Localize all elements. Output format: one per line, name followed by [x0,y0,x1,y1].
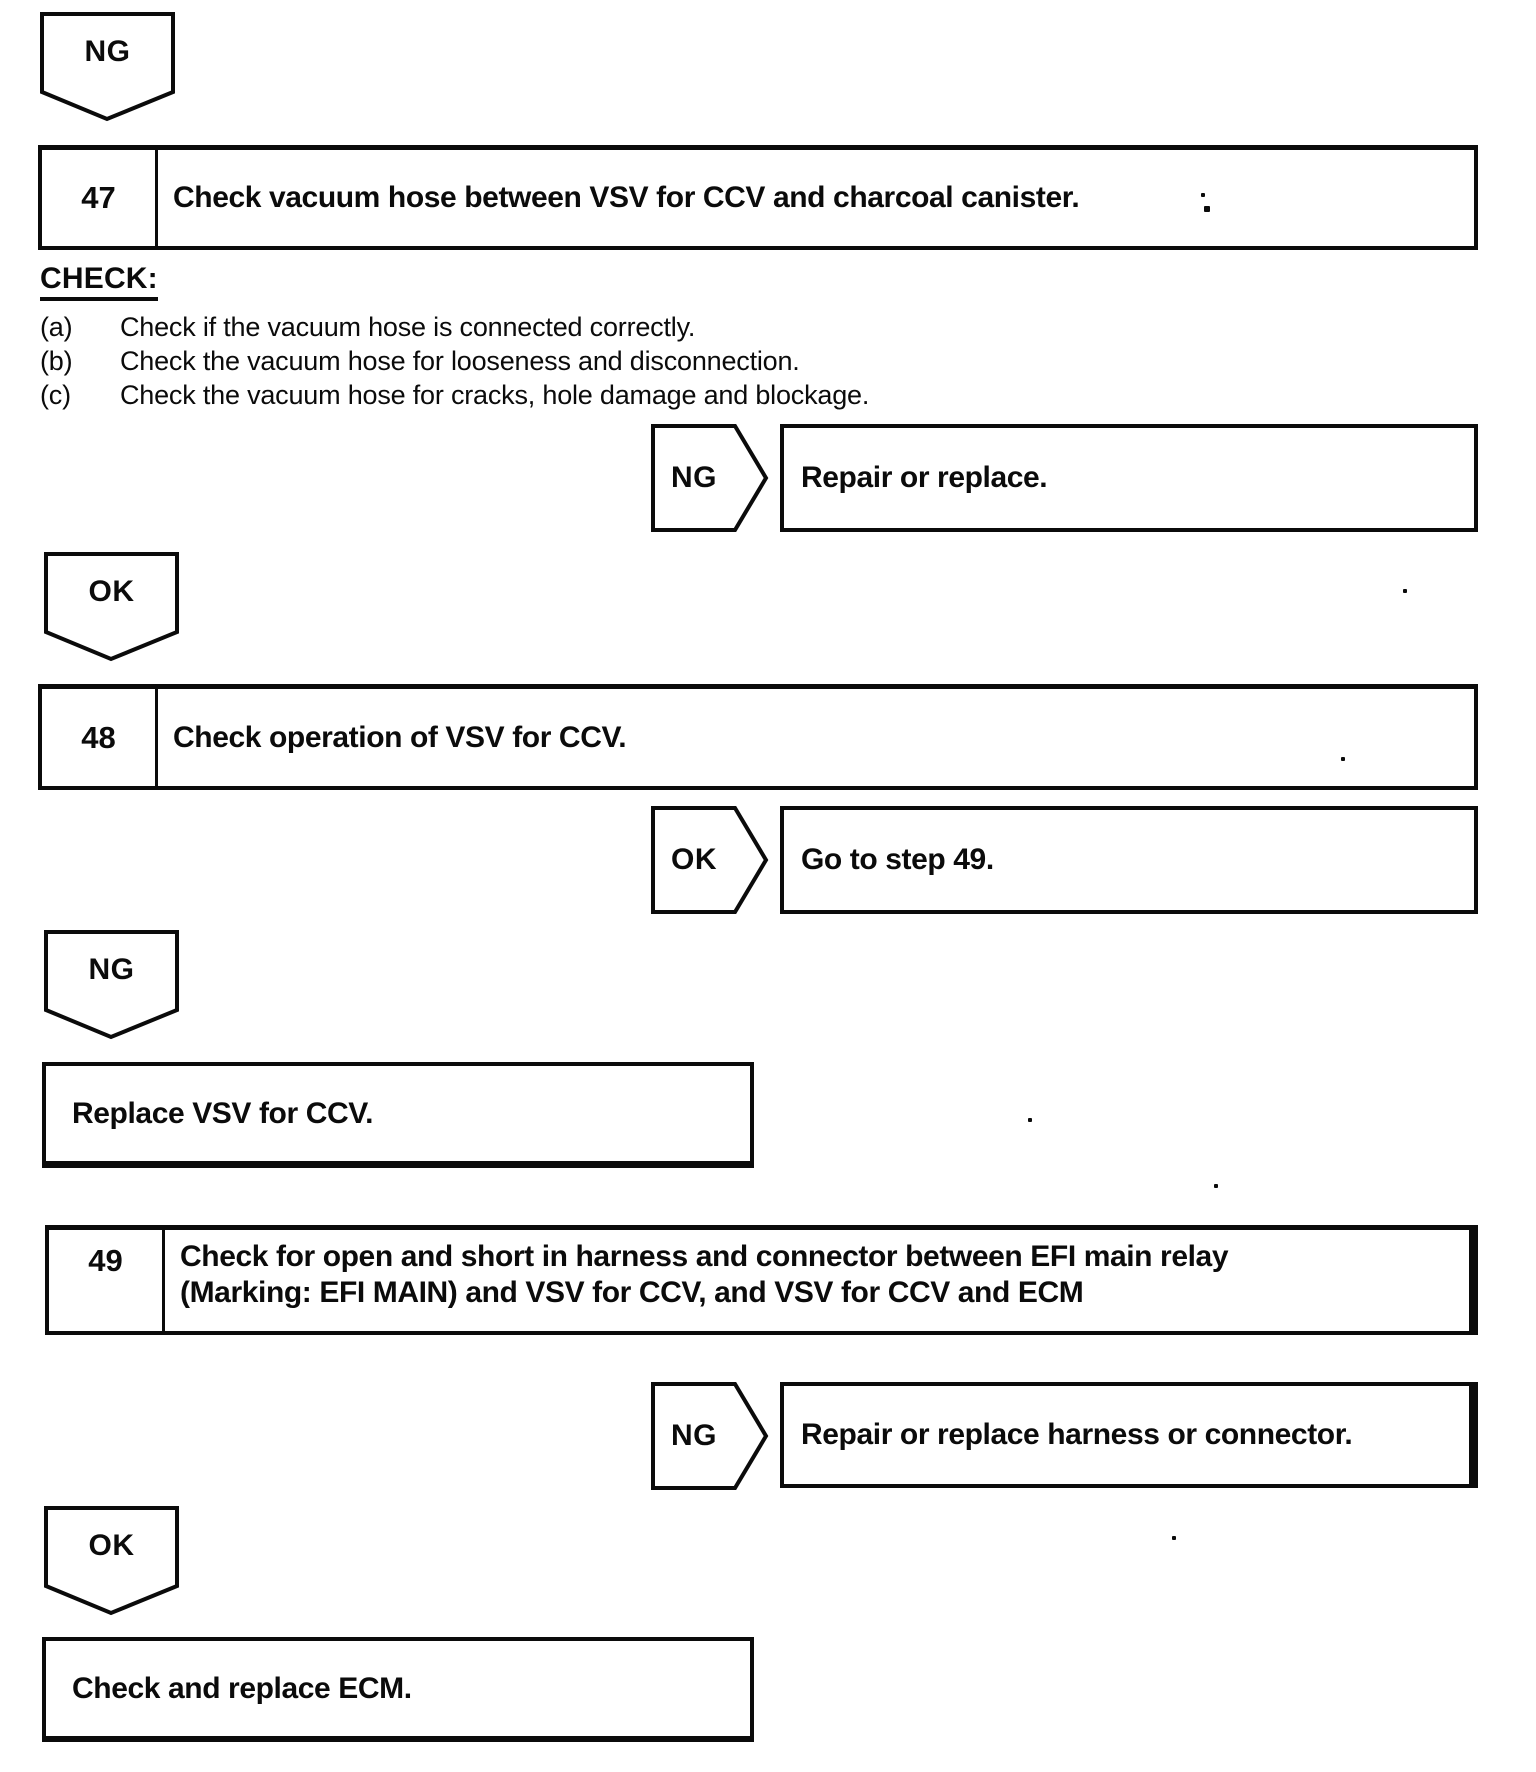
step-49-title-line: (Marking: EFI MAIN) and VSV for CCV, and… [180,1276,1084,1309]
step-48-title-text: Check operation of VSV for CCV. [173,720,627,754]
flow-connector-48-ng: NG [44,930,179,1040]
flow-down-connector-icon [44,930,179,1040]
branch-49-ng-arrow: NG [651,1382,769,1490]
check-item: (a) Check if the vacuum hose is connecte… [40,310,1140,344]
branch-47-ng-label: NG [671,461,717,494]
step-48-number: 48 [42,689,158,786]
branch-49-ng-action-box: Repair or replace harness or connector. [780,1382,1478,1488]
step-49-title: Check for open and short in harness and … [165,1230,1469,1331]
scan-speck [1214,1184,1218,1188]
flow-connector-49-ok: OK [44,1506,179,1616]
branch-49-ng-action-text: Repair or replace harness or connector. [801,1418,1353,1451]
terminal-49-ok-text: Check and replace ECM. [72,1671,412,1705]
branch-47-ng-arrow: NG [651,424,769,532]
flow-down-connector-icon [44,1506,179,1616]
check-heading: CHECK: [40,262,158,301]
step-47-title-text: Check vacuum hose between VSV for CCV an… [173,181,1080,214]
check-item: (c) Check the vacuum hose for cracks, ho… [40,378,1140,412]
branch-48-ok-label: OK [671,843,717,876]
connector-label: OK [88,575,135,608]
branch-48-ok-action-text: Go to step 49. [801,843,994,876]
branch-48-ok-action-box: Go to step 49. [780,806,1478,914]
scan-speck [1028,1118,1032,1122]
check-item-text: Check the vacuum hose for looseness and … [120,346,800,376]
scan-speck [1403,589,1407,593]
step-48-box: 48 Check operation of VSV for CCV. [38,684,1478,790]
step-47-box: 47 Check vacuum hose between VSV for CCV… [38,145,1478,250]
scan-speck [1172,1536,1176,1540]
flow-right-arrow-icon [651,1382,769,1490]
branch-49-ng-label: NG [671,1419,717,1452]
check-item-text: Check the vacuum hose for cracks, hole d… [120,380,870,410]
terminal-48-ng-text: Replace VSV for CCV. [72,1096,374,1130]
step-48-title: Check operation of VSV for CCV. [158,689,1474,786]
check-item-text: Check if the vacuum hose is connected co… [120,312,696,342]
step-49-title-line: Check for open and short in harness and … [180,1240,1229,1273]
connector-label: NG [84,35,131,68]
flow-connector-47-ok: OK [44,552,179,662]
check-section: CHECK: (a) Check if the vacuum hose is c… [40,262,1140,412]
connector-label: NG [88,953,135,986]
flow-right-arrow-icon [651,424,769,532]
branch-48-ok-arrow: OK [651,806,769,914]
branch-47-ng-action-text: Repair or replace. [801,461,1048,494]
step-49-number: 49 [49,1230,165,1331]
scan-speck [1204,206,1210,212]
check-item-marker: (c) [40,380,71,410]
flow-right-arrow-icon [651,806,769,914]
flow-down-connector-icon [44,552,179,662]
step-47-number: 47 [42,150,158,246]
step-49-box: 49 Check for open and short in harness a… [45,1225,1478,1335]
scan-speck [1201,193,1205,197]
check-item: (b) Check the vacuum hose for looseness … [40,344,1140,378]
flow-connector-ng-top: NG [40,12,175,122]
check-item-marker: (a) [40,312,73,342]
scan-speck [1341,757,1345,761]
branch-47-ng-action-box: Repair or replace. [780,424,1478,532]
check-item-marker: (b) [40,346,73,376]
terminal-48-ng-box: Replace VSV for CCV. [42,1062,754,1168]
step-47-title: Check vacuum hose between VSV for CCV an… [158,150,1474,246]
connector-label: OK [88,1529,135,1562]
flow-down-connector-icon [40,12,175,122]
terminal-49-ok-box: Check and replace ECM. [42,1637,754,1742]
